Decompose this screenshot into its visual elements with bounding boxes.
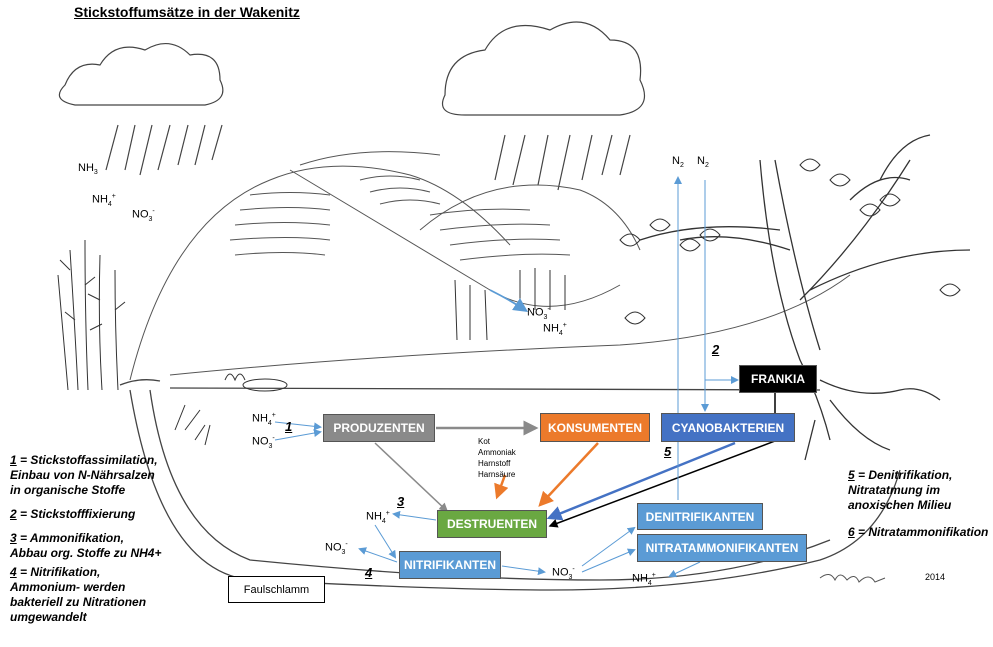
box-denitrifikanten: DENITRIFIKANTEN	[637, 503, 763, 530]
legend-item-3: 3 = Ammonifikation,	[10, 531, 124, 545]
box-cyanobakterien: CYANOBAKTERIEN	[661, 413, 795, 442]
label-nh4-ammon: NH4+	[366, 510, 390, 525]
box-produzenten: PRODUZENTEN	[323, 414, 435, 442]
legend-item-4-line2: Ammonium- werden	[10, 580, 126, 594]
process-number-3: 3	[397, 494, 405, 509]
signature	[819, 574, 886, 583]
label-nh4-bottom: NH4+	[632, 572, 656, 587]
reeds-left	[57, 239, 126, 391]
box-destruenten: DESTRUENTEN	[437, 510, 547, 538]
label-nh4-rain: NH4+	[92, 193, 116, 208]
legend-item-4: 4 = Nitrifikation,	[10, 565, 101, 579]
box-konsumenten: KONSUMENTEN	[540, 413, 650, 442]
legend-item-1-line2: Einbau von N-Nährsalzen	[10, 468, 155, 482]
box-nitratammonifikanten: NITRATAMMONIFIKANTEN	[637, 534, 807, 562]
legend-item-5: 5 = Denitrifikation,	[848, 468, 953, 482]
diagram-title: Stickstoffumsätze in der Wakenitz	[74, 4, 300, 20]
legend-item-5-line2: Nitratatmung im	[848, 483, 941, 497]
cloud-right	[441, 21, 645, 191]
cloud-left	[58, 43, 224, 176]
label-no3-nitri: NO3-	[325, 541, 348, 556]
label-nh3: NH3	[78, 162, 98, 177]
legend-item-1-line3: in organische Stoffe	[10, 483, 126, 497]
reeds-middle	[454, 268, 566, 341]
label-no3-uptake: NO3-	[252, 435, 275, 450]
legend-right: 5 = Denitrifikation, Nitratatmung im ano…	[848, 468, 988, 540]
box-faulschlamm: Faulschlamm	[228, 576, 325, 603]
water-plants	[174, 373, 288, 446]
label-n2-in: N2	[697, 155, 709, 170]
leaves	[619, 158, 961, 325]
legend-left: 1 = Stickstoffassimilation, Einbau von N…	[10, 453, 161, 625]
process-number-5: 5	[664, 444, 672, 459]
label-no3-runoff: NO3-	[527, 306, 550, 321]
year-label: 2014	[925, 572, 946, 582]
process-number-1: 1	[285, 419, 293, 434]
label-nh4-runoff: NH4+	[543, 322, 567, 337]
legend-item-4-line3: bakteriell zu Nitrationen	[10, 595, 147, 609]
hills	[129, 151, 851, 381]
process-number-2: 2	[712, 342, 720, 357]
legend-item-4-line4: umgewandelt	[10, 610, 87, 624]
legend-item-3-line2: Abbau org. Stoffe zu NH4+	[10, 546, 162, 560]
tree-right	[639, 134, 971, 461]
excretion-list: Kot Ammoniak Harnstoff Harnsäure	[478, 437, 516, 479]
legend-item-5-line3: anoxischen Milieu	[848, 498, 952, 512]
label-no3-rain: NO3-	[132, 208, 155, 223]
legend-item-6: 6 = Nitratammonifikation	[848, 525, 989, 539]
legend-item-2: 2 = Stickstofffixierung	[10, 507, 136, 521]
label-no3-bottom: NO3-	[552, 566, 575, 581]
box-nitrifikanten: NITRIFIKANTEN	[399, 551, 501, 579]
label-nh4-uptake: NH4+	[252, 412, 276, 427]
process-number-4: 4	[365, 565, 373, 580]
box-frankia: FRANKIA	[739, 365, 817, 393]
label-n2-out: N2	[672, 155, 684, 170]
legend-item-1: 1 = Stickstoffassimilation,	[10, 453, 158, 467]
